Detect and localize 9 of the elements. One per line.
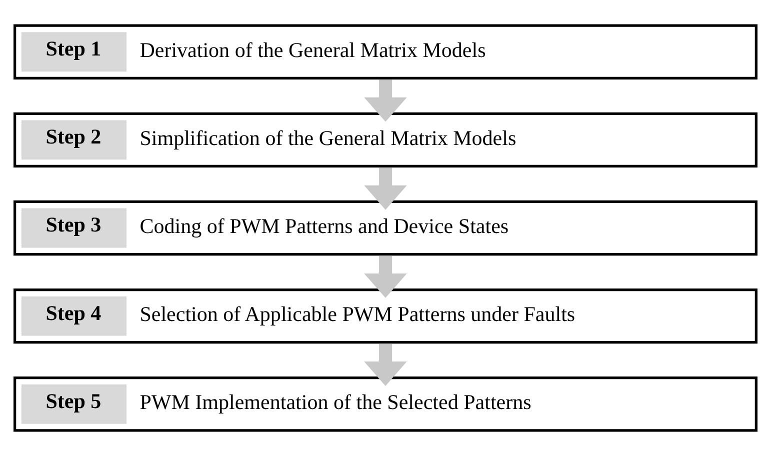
- arrow: [364, 344, 407, 386]
- node-box: Step 1 Derivation of the General Matrix Models: [14, 24, 758, 80]
- node-box: Step 4 Selection of Applicable PWM Patterns under Faults: [14, 288, 758, 344]
- arrow: [364, 168, 407, 210]
- node-box: Step 3 Coding of PWM Patterns and Device States: [14, 200, 758, 256]
- arrow: [364, 80, 407, 122]
- arrow: [364, 256, 407, 298]
- node-box: Step 5 PWM Implementation of the Selected Patterns: [14, 376, 758, 432]
- node-box: Step 2 Simplification of the General Matrix Models: [14, 112, 758, 168]
